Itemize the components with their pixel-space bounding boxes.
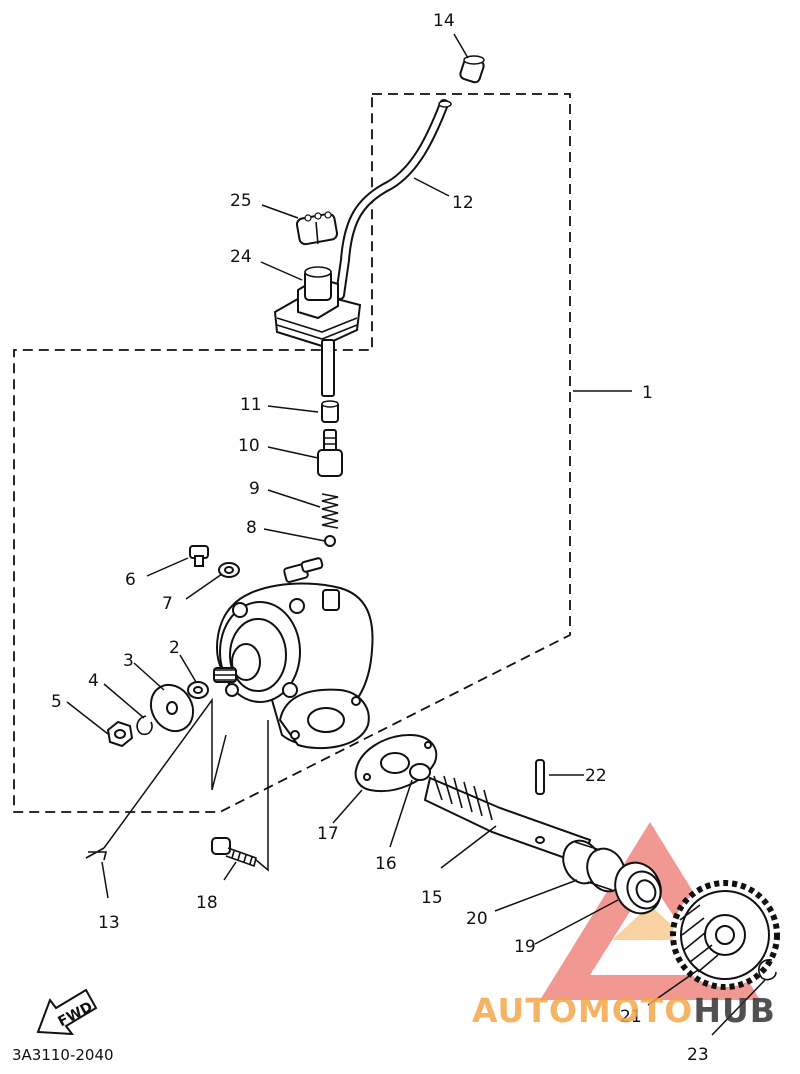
part-16-o-ring	[409, 763, 431, 781]
oil-pump-body	[213, 557, 374, 750]
label-9: 9	[249, 479, 260, 499]
label-18: 18	[196, 893, 218, 913]
part-5-nut	[106, 720, 134, 748]
part-22-pin	[535, 759, 545, 795]
part-10-union-bolt	[317, 429, 343, 477]
assembly-boundary	[13, 93, 571, 813]
watermark-text: AUTOMOTOHUB	[472, 991, 776, 1030]
part-labels: 14 12 25 24 1 11 10 9 8 6 7 2 3 4 5 22 1…	[51, 11, 709, 1065]
part-11-sleeve	[321, 400, 339, 423]
label-24: 24	[230, 247, 252, 267]
watermark-part1: AUTOMOTO	[472, 991, 693, 1030]
label-16: 16	[375, 854, 397, 874]
part-4-circlip	[136, 715, 153, 736]
label-20: 20	[466, 909, 488, 929]
label-15: 15	[421, 888, 443, 908]
leader-lines	[66, 33, 766, 1036]
part-13-pin	[85, 847, 108, 861]
label-8: 8	[246, 518, 257, 538]
label-23: 23	[687, 1045, 709, 1065]
label-22: 22	[585, 766, 607, 786]
part-9-spring	[321, 493, 339, 529]
part-23-circlip	[758, 959, 777, 981]
label-1: 1	[642, 383, 653, 403]
part-6-screw	[189, 545, 209, 567]
part-25-clip	[295, 211, 339, 246]
part-2-washer	[187, 681, 209, 699]
label-7: 7	[162, 594, 173, 614]
label-6: 6	[125, 570, 136, 590]
part-24-bracket	[273, 266, 362, 397]
part-14-cap	[459, 55, 485, 84]
label-17: 17	[317, 824, 339, 844]
label-10: 10	[238, 436, 260, 456]
label-25: 25	[230, 191, 252, 211]
label-5: 5	[51, 692, 62, 712]
label-2: 2	[169, 638, 180, 658]
part-21-gear	[670, 880, 780, 990]
label-4: 4	[88, 671, 99, 691]
label-11: 11	[240, 395, 262, 415]
part-17-gasket	[354, 733, 438, 793]
part-3-plate	[149, 683, 195, 733]
label-3: 3	[123, 651, 134, 671]
part-7-washer	[218, 562, 240, 578]
label-19: 19	[514, 937, 536, 957]
fwd-arrow: FWD	[36, 988, 98, 1036]
part-8-ball	[324, 535, 336, 547]
label-13: 13	[98, 913, 120, 933]
part-19-bearing	[614, 861, 662, 915]
part-18-bolt	[211, 837, 257, 868]
label-12: 12	[452, 193, 474, 213]
diagram-code: 3A3110-2040	[12, 1046, 114, 1064]
label-14: 14	[433, 11, 455, 31]
part-12-delivery-pipe	[335, 99, 452, 300]
watermark-part2: HUB	[693, 991, 776, 1030]
label-21: 21	[620, 1007, 642, 1027]
